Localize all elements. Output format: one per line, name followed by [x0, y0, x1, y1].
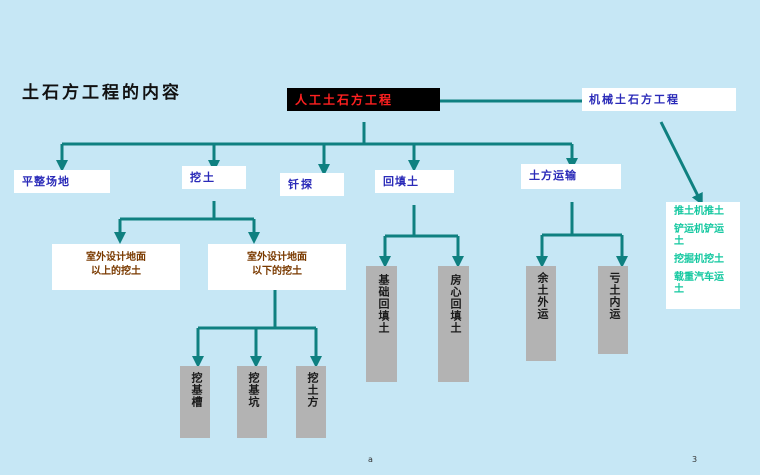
below-grade-line-2: 以下的挖土 [252, 266, 302, 277]
machine-item-4a: 载重汽车运 [674, 272, 724, 283]
node-probing: 钎探 [280, 173, 344, 196]
node-bulk-excavation: 挖土方 [296, 366, 326, 438]
bulk-label: 挖土方 [306, 372, 319, 408]
below-grade-line-1: 室外设计地面 [247, 252, 307, 263]
node-deficit-soil-in: 亏土内运 [598, 266, 628, 354]
node-surplus-soil-out: 余土外运 [526, 266, 556, 361]
page-number: 3 [692, 455, 698, 464]
node-below-grade-excavation: 室外设计地面 以下的挖土 [208, 244, 346, 290]
machine-item-1: 推土机推土 [674, 206, 724, 217]
node-pit-excavation: 挖基坑 [237, 366, 267, 438]
node-trench-excavation: 挖基槽 [180, 366, 210, 438]
page-title: 土石方工程的内容 [22, 83, 182, 103]
node-above-grade-excavation: 室外设计地面 以上的挖土 [52, 244, 180, 290]
node-room-backfill: 房心回填土 [438, 266, 469, 382]
node-machine-earthwork: 机械土石方工程 [582, 88, 736, 111]
above-grade-line-1: 室外设计地面 [86, 252, 146, 263]
machine-item-2b: 土 [674, 236, 684, 247]
node-backfill: 回填土 [375, 170, 454, 193]
node-site-leveling: 平整场地 [14, 170, 110, 193]
above-grade-line-2: 以上的挖土 [91, 266, 141, 277]
trench-label: 挖基槽 [190, 372, 203, 408]
node-excavation: 挖土 [182, 166, 246, 189]
surplus-soil-label: 余土外运 [536, 272, 549, 320]
root-node-manual-earthwork: 人工土石方工程 [287, 88, 440, 111]
pit-label: 挖基坑 [247, 372, 260, 408]
machine-diagonal-arrow [659, 121, 703, 206]
node-machine-items: 推土机推土 铲运机铲运 土 挖掘机挖土 载重汽车运 土 [666, 202, 740, 309]
foundation-backfill-label: 基础回填土 [377, 274, 390, 334]
footer-left-mark: a [368, 455, 373, 464]
machine-item-3: 挖掘机挖土 [674, 254, 724, 265]
room-backfill-label: 房心回填土 [449, 274, 462, 334]
node-foundation-backfill: 基础回填土 [366, 266, 397, 382]
machine-item-2a: 铲运机铲运 [674, 224, 724, 235]
machine-item-4b: 土 [674, 284, 684, 295]
deficit-soil-label: 亏土内运 [608, 272, 621, 320]
node-earth-transport: 土方运输 [521, 164, 621, 189]
